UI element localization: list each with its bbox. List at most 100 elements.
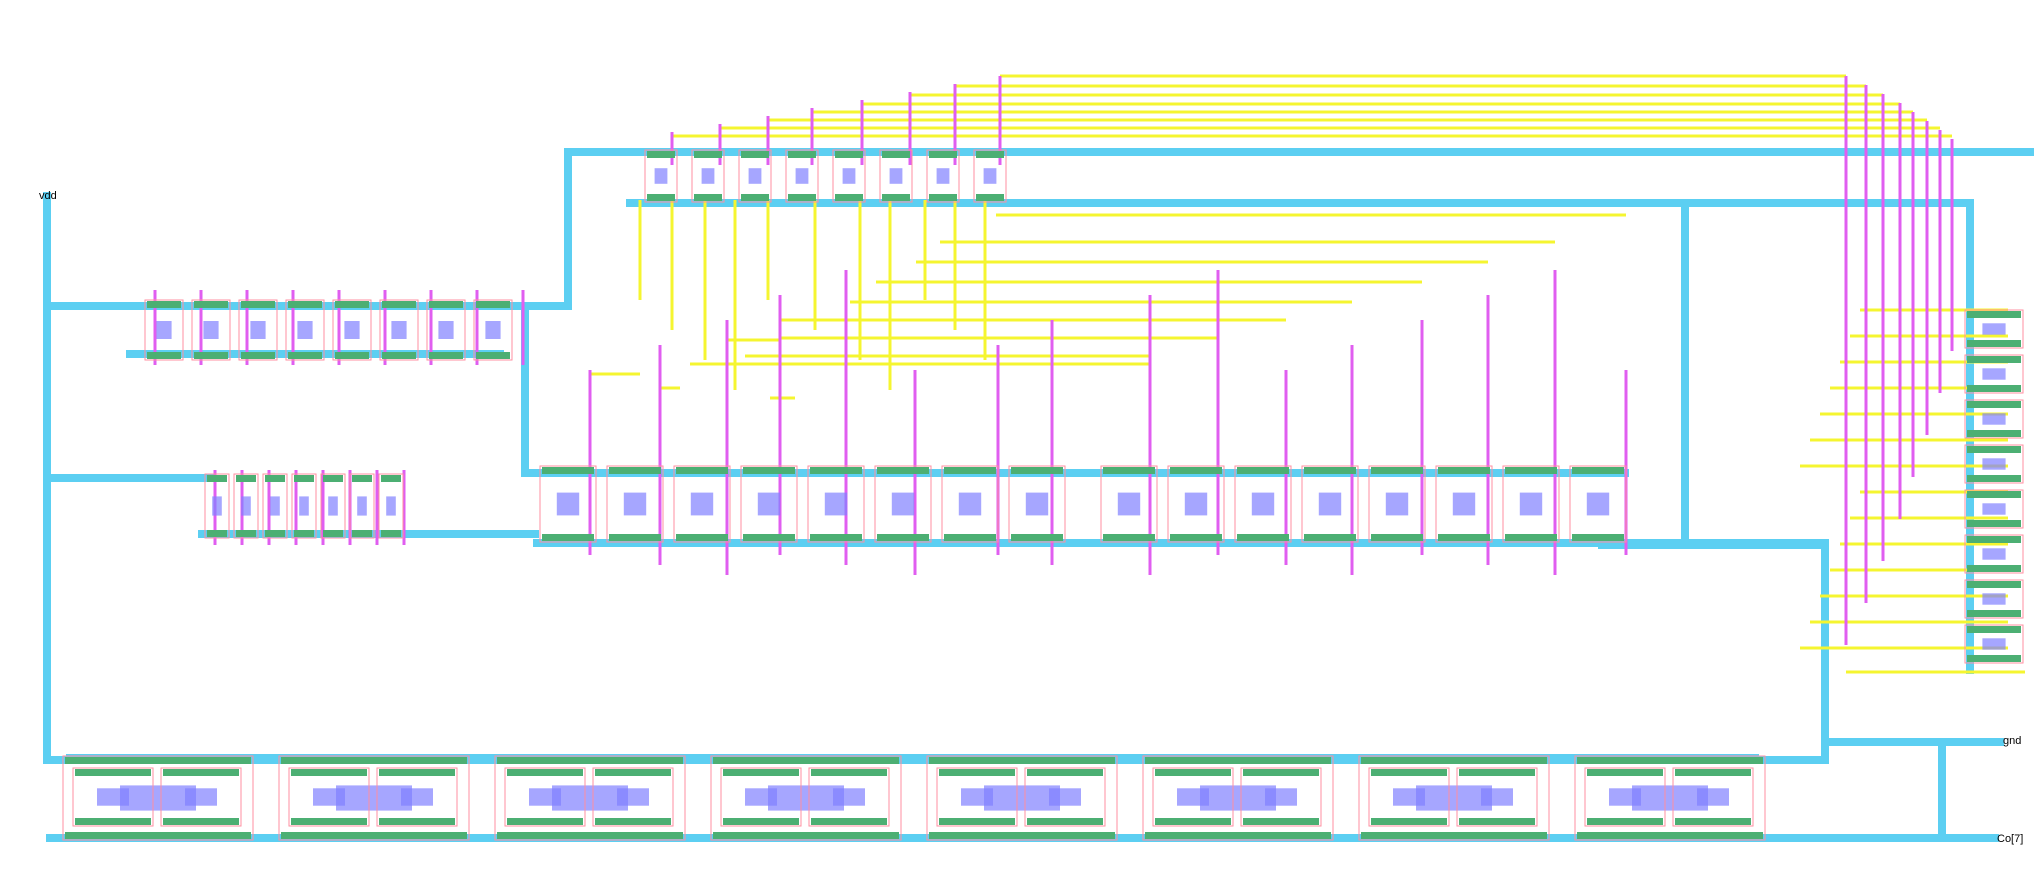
upper-left-cell-5-diff-bottom bbox=[382, 352, 416, 359]
middle-logic-cell-8-contact bbox=[1117, 492, 1141, 516]
bottom-adder-cell-4-diff-bottom bbox=[929, 832, 1115, 839]
middle-logic-cell-2 bbox=[673, 465, 731, 543]
lower-left-cell-5-diff-top bbox=[352, 475, 372, 482]
middle-logic-cell-8-diff-top bbox=[1103, 467, 1155, 474]
bottom-adder-cell-4-left-outline bbox=[936, 767, 1018, 827]
bottom-adder-cell-5-contact bbox=[1200, 785, 1276, 811]
right-column-cell-1-diff-bottom bbox=[1967, 385, 2021, 392]
upper-left-cell-1-contact bbox=[203, 321, 219, 339]
bottom-adder-cell-0-right-diff-bottom bbox=[163, 818, 239, 825]
middle-logic-cell-3-diff-top bbox=[743, 467, 795, 474]
top-register-cell-7-diff-top bbox=[976, 151, 1004, 158]
upper-left-cell-3 bbox=[285, 299, 325, 361]
power-rail-5 bbox=[626, 199, 1974, 674]
bottom-adder-cell-7-left-contact bbox=[1609, 788, 1641, 806]
bottom-adder-cell-1-right-diff-bottom bbox=[379, 818, 455, 825]
bottom-adder-cell-4-contact bbox=[984, 785, 1060, 811]
bottom-adder-cell-3-diff-bottom bbox=[713, 832, 899, 839]
upper-left-cell-7-diff-top bbox=[476, 301, 510, 308]
right-column-cell-2-diff-bottom bbox=[1967, 430, 2021, 437]
middle-logic-cell-6-diff-top bbox=[944, 467, 996, 474]
right-column-cell-3-contact bbox=[1982, 458, 2006, 470]
bottom-adder-cell-3-left-contact bbox=[745, 788, 777, 806]
bottom-adder-cell-6-right-contact bbox=[1481, 788, 1513, 806]
bottom-adder-cell-6-outline bbox=[1358, 755, 1550, 841]
upper-left-cell-7-diff-bottom bbox=[476, 352, 510, 359]
bottom-adder-cell-6-left-contact bbox=[1393, 788, 1425, 806]
bottom-adder-cell-1-left-outline bbox=[288, 767, 370, 827]
top-register-cell-1 bbox=[691, 149, 725, 203]
bottom-adder-cell-7-contact bbox=[1632, 785, 1708, 811]
top-register-cell-4-diff-bottom bbox=[835, 194, 863, 201]
top-register-cell-6-contact bbox=[936, 168, 950, 184]
middle-logic-cell-0-diff-top bbox=[542, 467, 594, 474]
bottom-adder-cell-7-right-diff-bottom bbox=[1675, 818, 1751, 825]
middle-logic-cell-3 bbox=[740, 465, 798, 543]
right-column-cell-3-outline bbox=[1964, 444, 2024, 484]
top-register-cell-1-diff-top bbox=[694, 151, 722, 158]
bottom-adder-cell-1-diff-top bbox=[281, 757, 467, 764]
lower-left-cell-5 bbox=[349, 473, 375, 539]
upper-left-cell-4-outline bbox=[332, 299, 372, 361]
bottom-adder-cell-5-diff-top bbox=[1145, 757, 1331, 764]
middle-logic-cell-14-contact bbox=[1519, 492, 1543, 516]
top-register-cell-5 bbox=[879, 149, 913, 203]
bottom-adder-cell-6-diff-bottom bbox=[1361, 832, 1547, 839]
middle-logic-cell-13-diff-bottom bbox=[1438, 534, 1490, 541]
middle-logic-cell-9-contact bbox=[1184, 492, 1208, 516]
middle-logic-cell-14-outline bbox=[1502, 465, 1560, 543]
bottom-adder-cell-6-right bbox=[1456, 767, 1538, 827]
bottom-adder-cell-3-right-diff-bottom bbox=[811, 818, 887, 825]
lower-left-cell-1 bbox=[233, 473, 259, 539]
bottom-adder-cell-1 bbox=[278, 755, 470, 841]
standard-cells bbox=[62, 149, 2024, 841]
bottom-adder-cell-1-contact bbox=[336, 785, 412, 811]
bottom-adder-cell-5-left-diff-top bbox=[1155, 769, 1231, 776]
lower-left-cell-3-diff-bottom bbox=[294, 530, 314, 537]
middle-logic-cell-10-contact bbox=[1251, 492, 1275, 516]
top-register-cell-3-contact bbox=[795, 168, 809, 184]
bottom-adder-cell-0-left-diff-top bbox=[75, 769, 151, 776]
top-register-cell-0-diff-top bbox=[647, 151, 675, 158]
upper-left-cell-3-diff-top bbox=[288, 301, 322, 308]
upper-left-cell-6-diff-bottom bbox=[429, 352, 463, 359]
right-column-cell-3 bbox=[1964, 444, 2024, 484]
bottom-adder-cell-1-left-contact bbox=[313, 788, 345, 806]
middle-logic-cell-8-diff-bottom bbox=[1103, 534, 1155, 541]
bottom-adder-cell-3-left-outline bbox=[720, 767, 802, 827]
upper-left-cell-5-diff-top bbox=[382, 301, 416, 308]
middle-logic-cell-3-outline bbox=[740, 465, 798, 543]
right-column-cell-4-diff-top bbox=[1967, 491, 2021, 498]
top-register-cell-4-diff-top bbox=[835, 151, 863, 158]
bottom-adder-cell-3-outline bbox=[710, 755, 902, 841]
lower-left-cell-0 bbox=[204, 473, 230, 539]
top-register-cell-6-diff-bottom bbox=[929, 194, 957, 201]
bottom-adder-cell-4-right-outline bbox=[1024, 767, 1106, 827]
middle-logic-cell-9-diff-top bbox=[1170, 467, 1222, 474]
bottom-adder-cell-2-right-diff-top bbox=[595, 769, 671, 776]
lower-left-cell-5-contact bbox=[357, 496, 367, 516]
bottom-adder-cell-2-left bbox=[504, 767, 586, 827]
bottom-adder-cell-0-diff-top bbox=[65, 757, 251, 764]
middle-logic-cell-6 bbox=[941, 465, 999, 543]
bottom-adder-cell-6-left bbox=[1368, 767, 1450, 827]
right-column-cell-0-contact bbox=[1982, 323, 2006, 335]
middle-logic-cell-1 bbox=[606, 465, 664, 543]
bottom-adder-cell-2-left-outline bbox=[504, 767, 586, 827]
middle-logic-cell-13-outline bbox=[1435, 465, 1493, 543]
bottom-adder-cell-4-outline bbox=[926, 755, 1118, 841]
top-register-cell-5-diff-bottom bbox=[882, 194, 910, 201]
lower-left-cell-0-diff-bottom bbox=[207, 530, 227, 537]
middle-logic-cell-1-contact bbox=[623, 492, 647, 516]
upper-left-cell-6-outline bbox=[426, 299, 466, 361]
top-register-cell-2-diff-bottom bbox=[741, 194, 769, 201]
bottom-adder-cell-2-right-contact bbox=[617, 788, 649, 806]
lower-left-cell-3-contact bbox=[299, 496, 309, 516]
lower-left-cell-4-diff-top bbox=[323, 475, 343, 482]
upper-left-cell-3-diff-bottom bbox=[288, 352, 322, 359]
top-register-cell-4 bbox=[832, 149, 866, 203]
bottom-adder-cell-3-left-diff-bottom bbox=[723, 818, 799, 825]
middle-logic-cell-13-contact bbox=[1452, 492, 1476, 516]
bottom-adder-cell-7-diff-top bbox=[1577, 757, 1763, 764]
